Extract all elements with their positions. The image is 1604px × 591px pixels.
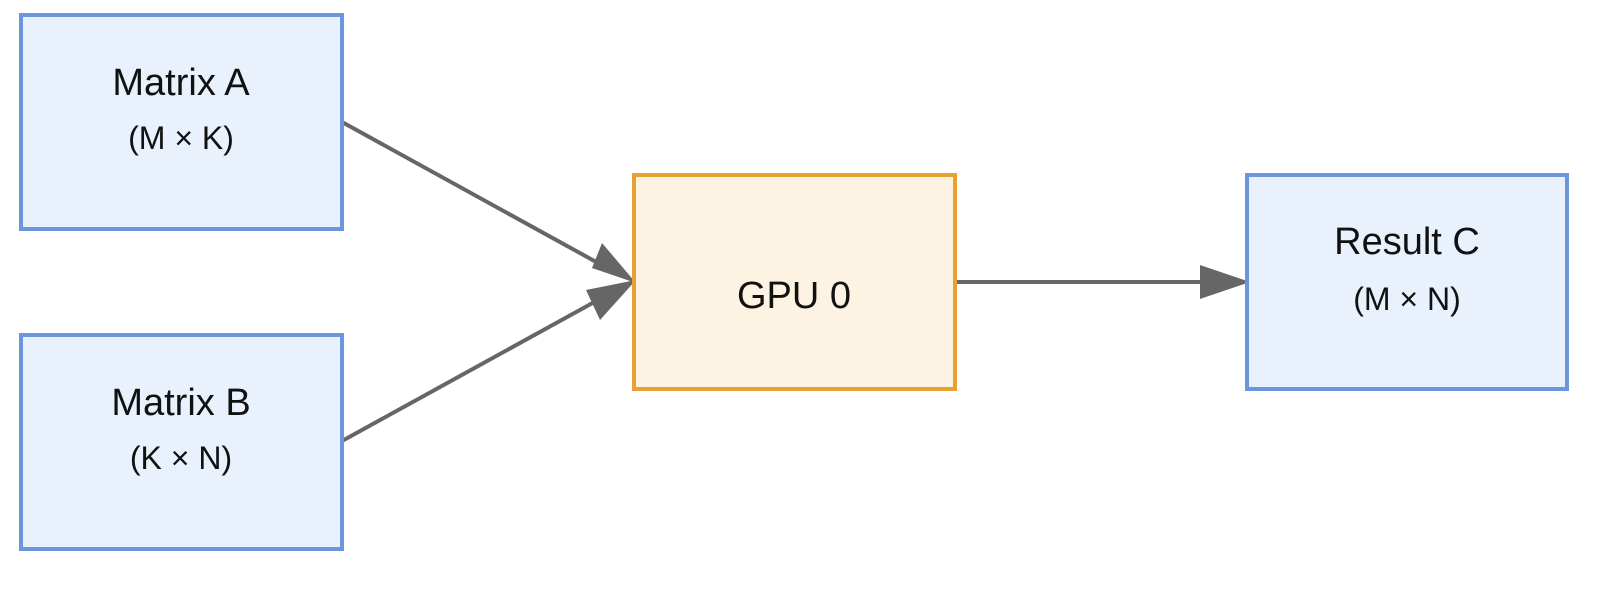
- arrowhead-matrix-a-to-gpu: [592, 243, 636, 283]
- node-result-c: Result C (M × N): [1245, 173, 1569, 391]
- node-matrix-a: Matrix A (M × K): [19, 13, 344, 231]
- matrix-b-dimensions: (K × N): [130, 440, 232, 476]
- gpu-title: GPU 0: [737, 275, 851, 317]
- matrix-b-box: [19, 333, 344, 551]
- edge-matrix-a-to-gpu: [341, 120, 599, 265]
- edges: [341, 120, 1250, 443]
- result-c-dimensions: (M × N): [1353, 281, 1461, 317]
- node-matrix-b: Matrix B (K × N): [19, 333, 344, 551]
- result-c-box: [1245, 173, 1569, 391]
- arrowhead-matrix-b-to-gpu: [586, 280, 636, 320]
- edge-matrix-b-to-gpu: [341, 298, 599, 443]
- matrix-a-dimensions: (M × K): [128, 120, 234, 156]
- matrix-a-box: [19, 13, 344, 231]
- arrowhead-gpu-to-result: [1200, 265, 1250, 299]
- gpu-box: [632, 173, 957, 391]
- node-gpu: GPU 0: [632, 173, 957, 391]
- result-c-title: Result C: [1334, 221, 1480, 263]
- matrix-a-title: Matrix A: [112, 62, 250, 104]
- matrix-b-title: Matrix B: [111, 382, 250, 424]
